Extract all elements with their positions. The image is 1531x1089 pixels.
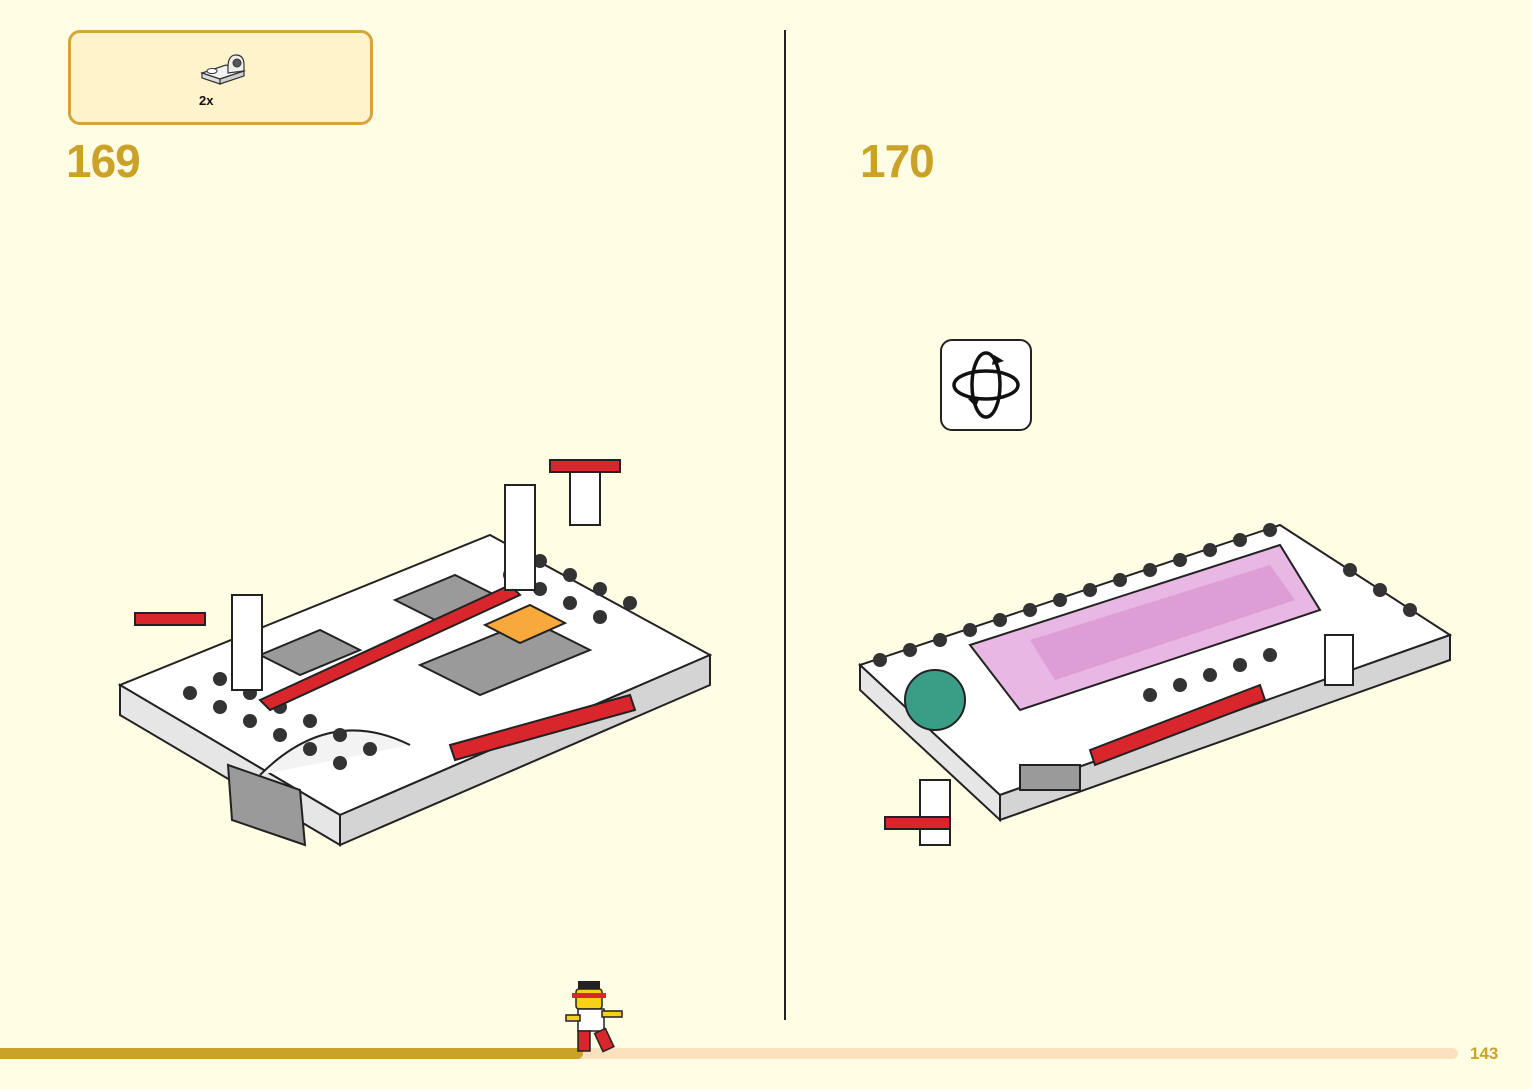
step-169-model-illustration <box>117 459 713 847</box>
parts-callout: 2x <box>68 30 373 125</box>
mascot-minifigure-icon <box>565 981 623 1053</box>
page-divider <box>784 30 786 1020</box>
progress-bar <box>0 1048 1458 1059</box>
part-quantity: 2x <box>199 93 214 108</box>
white-plate-with-clip-icon <box>200 54 246 85</box>
step-number: 170 <box>860 135 935 187</box>
step-number: 169 <box>66 135 141 187</box>
rotate-model-icon <box>940 339 1032 431</box>
progress-fill <box>0 1048 584 1059</box>
step-170-model-illustration <box>858 523 1453 846</box>
page-number: 143 <box>1470 1044 1499 1063</box>
